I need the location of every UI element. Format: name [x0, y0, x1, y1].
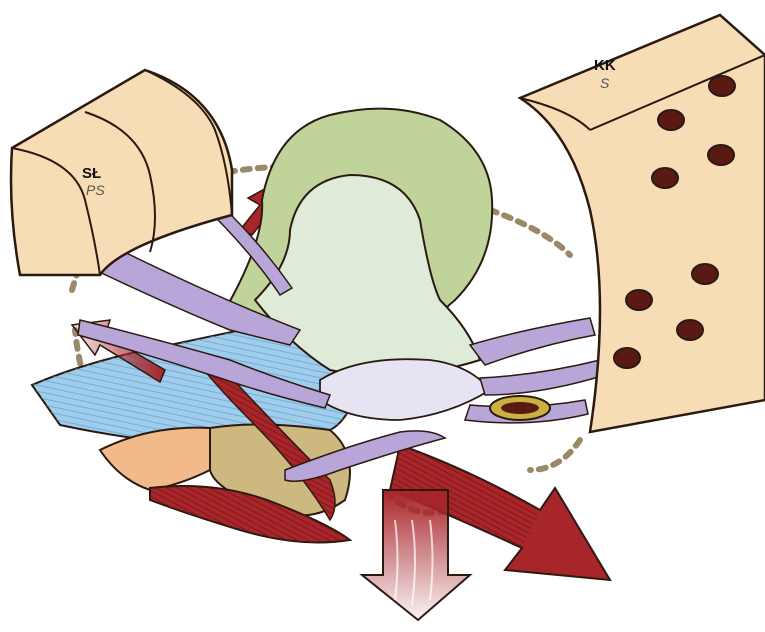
foramen	[708, 145, 734, 165]
foramen	[614, 348, 640, 368]
foramen	[692, 264, 718, 284]
pubic-symphysis-block	[11, 70, 232, 275]
foramen	[652, 168, 678, 188]
right-block-label: KK	[594, 57, 616, 74]
right-block-sublabel: S	[600, 75, 610, 91]
ligament-sacrospinous	[480, 360, 605, 395]
foramen	[709, 76, 735, 96]
foramen	[658, 110, 684, 130]
foramen	[626, 290, 652, 310]
ligament-uterosacral	[470, 318, 595, 365]
left-block-sublabel: PS	[86, 182, 105, 198]
perineal-tissue-orange	[100, 428, 220, 490]
left-block-label: SŁ	[82, 165, 101, 182]
vaginal-canal	[320, 359, 490, 420]
foramen	[677, 320, 703, 340]
